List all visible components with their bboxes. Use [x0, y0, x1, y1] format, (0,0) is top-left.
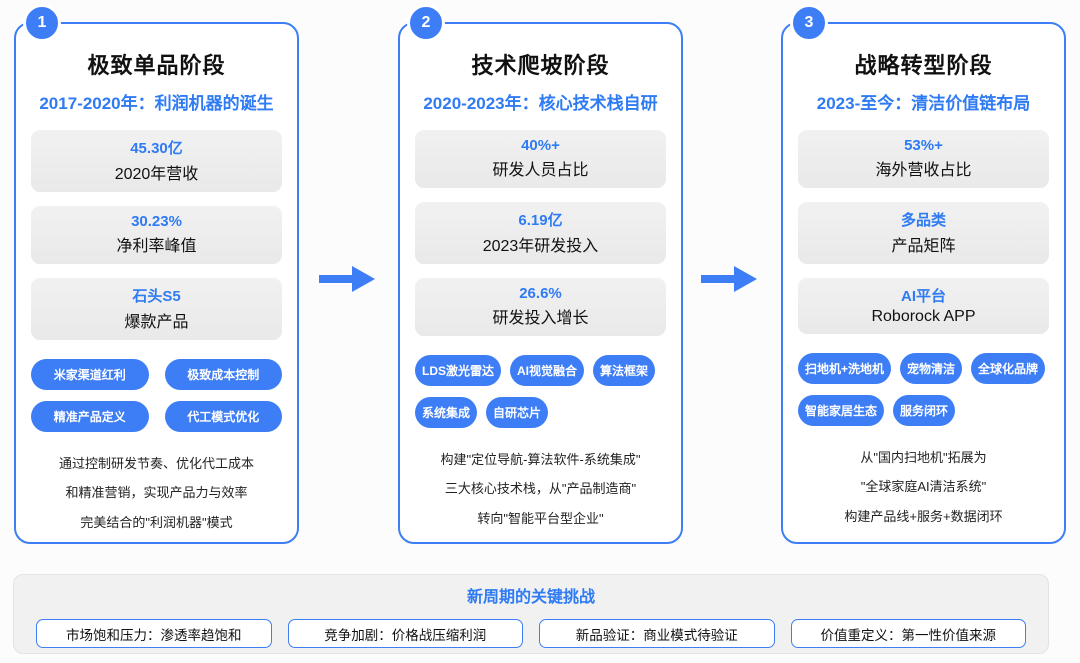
stage-subtitle: 2020-2023年：核心技术栈自研 [423, 94, 658, 113]
challenges-row: 市场饱和压力：渗透率趋饱和 竞争加剧：价格战压缩利润 新品验证：商业模式待验证 … [14, 619, 1048, 648]
description-line: 从"国内扫地机"拓展为 [860, 450, 987, 465]
stat-value: 45.30亿 [130, 140, 183, 157]
stage-title: 技术爬坡阶段 [471, 53, 610, 78]
stat-box: 45.30亿 2020年营收 [31, 130, 282, 192]
tag-pill: 系统集成 [415, 397, 478, 428]
tag-pill: 全球化品牌 [971, 353, 1046, 384]
challenge-item: 价值重定义：第一性价值来源 [790, 619, 1026, 648]
stage-stats: 45.30亿 2020年营收 30.23% 净利率峰值 石头S5 爆款产品 [31, 130, 282, 340]
stat-value: 石头S5 [132, 288, 181, 305]
stat-label: 海外营收占比 [875, 162, 972, 179]
stage-card-3: 3 战略转型阶段 2023-至今：清洁价值链布局 53%+ 海外营收占比 多品类… [781, 4, 1066, 544]
description-line: 通过控制研发节奏、优化代工成本 [58, 456, 254, 471]
stage-title: 战略转型阶段 [854, 53, 993, 78]
stage-stats: 40%+ 研发人员占比 6.19亿 2023年研发投入 26.6% 研发投入增长 [415, 130, 666, 336]
stat-box: 53%+ 海外营收占比 [798, 130, 1049, 188]
tag-pill: AI视觉融合 [510, 355, 585, 386]
tag-pill: 代工模式优化 [164, 401, 282, 432]
stage-card-2: 2 技术爬坡阶段 2020-2023年：核心技术栈自研 40%+ 研发人员占比 … [398, 4, 683, 544]
stat-value: 6.19亿 [518, 212, 563, 229]
stage-card-1: 1 极致单品阶段 2017-2020年：利润机器的诞生 45.30亿 2020年… [14, 4, 299, 544]
stage-tags: 扫地机+洗地机 宠物清洁 全球化品牌 智能家居生态 服务闭环 [798, 353, 1049, 426]
stat-box: 6.19亿 2023年研发投入 [415, 202, 666, 264]
tag-pill: 服务闭环 [893, 395, 956, 426]
stage-title: 极致单品阶段 [87, 53, 226, 78]
description-line: 和精准营销，实现产品力与效率 [65, 485, 248, 501]
stage-stats: 53%+ 海外营收占比 多品类 产品矩阵 AI平台 Roborock APP [798, 130, 1049, 334]
stage-subtitle: 2017-2020年：利润机器的诞生 [39, 94, 274, 113]
stat-label: 产品矩阵 [891, 238, 956, 255]
stage-number-badge: 1 [23, 4, 61, 42]
stat-label: 爆款产品 [124, 314, 189, 331]
stat-box: 多品类 产品矩阵 [798, 202, 1049, 264]
stat-box: AI平台 Roborock APP [798, 278, 1049, 334]
description-line: "全球家庭AI清洁系统" [860, 479, 987, 495]
description-line: 完美结合的"利润机器"模式 [80, 514, 233, 530]
stat-box: 40%+ 研发人员占比 [415, 130, 666, 188]
tag-pill: 算法框架 [593, 355, 656, 386]
arrow-right-icon [319, 266, 375, 292]
challenge-item: 市场饱和压力：渗透率趋饱和 [36, 619, 272, 648]
stage-tags: LDS激光雷达 AI视觉融合 算法框架 系统集成 自研芯片 [415, 355, 666, 428]
stat-value: 30.23% [131, 213, 182, 230]
stat-label: 研发人员占比 [492, 162, 589, 179]
stat-box: 30.23% 净利率峰值 [31, 206, 282, 264]
challenges-title: 新周期的关键挑战 [466, 589, 595, 606]
tag-pill: 自研芯片 [486, 397, 549, 428]
stage-number-badge: 3 [790, 4, 828, 42]
tag-pill: 智能家居生态 [798, 395, 885, 426]
arrow-right-icon [701, 266, 757, 292]
tag-pill: LDS激光雷达 [415, 355, 502, 386]
stat-box: 石头S5 爆款产品 [31, 278, 282, 340]
stat-label: 研发投入增长 [492, 310, 589, 327]
description-line: 转向"智能平台型企业" [477, 510, 604, 526]
challenge-item: 竞争加剧：价格战压缩利润 [287, 619, 523, 648]
stage-tags: 米家渠道红利 极致成本控制 精准产品定义 代工模式优化 [31, 359, 282, 432]
stat-label: 2020年营收 [114, 166, 199, 183]
stat-value: 多品类 [900, 212, 946, 229]
challenge-item: 新品验证：商业模式待验证 [539, 619, 775, 648]
tag-pill: 精准产品定义 [31, 401, 149, 432]
stat-label: 净利率峰值 [116, 238, 197, 255]
tag-pill: 米家渠道红利 [31, 359, 149, 390]
stat-label: 2023年研发投入 [482, 238, 599, 255]
stat-value: 40%+ [521, 137, 560, 154]
stage-description: 构建"定位导航-算法软件-系统集成" 三大核心技术栈，从"产品制造商" 转向"智… [415, 445, 666, 533]
tag-pill: 扫地机+洗地机 [798, 353, 892, 384]
tag-pill: 宠物清洁 [900, 353, 963, 384]
stat-label: Roborock APP [871, 308, 976, 325]
stage-subtitle: 2023-至今：清洁价值链布局 [816, 94, 1031, 113]
stat-value: 26.6% [519, 285, 562, 302]
challenges-panel: 新周期的关键挑战 市场饱和压力：渗透率趋饱和 竞争加剧：价格战压缩利润 新品验证… [13, 574, 1049, 654]
tag-pill: 极致成本控制 [164, 359, 282, 390]
description-line: 构建"定位导航-算法软件-系统集成" [440, 452, 641, 467]
stat-value: AI平台 [900, 288, 946, 305]
stage-description: 通过控制研发节奏、优化代工成本 和精准营销，实现产品力与效率 完美结合的"利润机… [31, 449, 282, 537]
description-line: 构建产品线+服务+数据闭环 [844, 508, 1003, 524]
stage-description: 从"国内扫地机"拓展为 "全球家庭AI清洁系统" 构建产品线+服务+数据闭环 [798, 443, 1049, 531]
stat-value: 53%+ [904, 137, 943, 154]
stage-number-badge: 2 [407, 4, 445, 42]
description-line: 三大核心技术栈，从"产品制造商" [444, 481, 637, 497]
stat-box: 26.6% 研发投入增长 [415, 278, 666, 336]
